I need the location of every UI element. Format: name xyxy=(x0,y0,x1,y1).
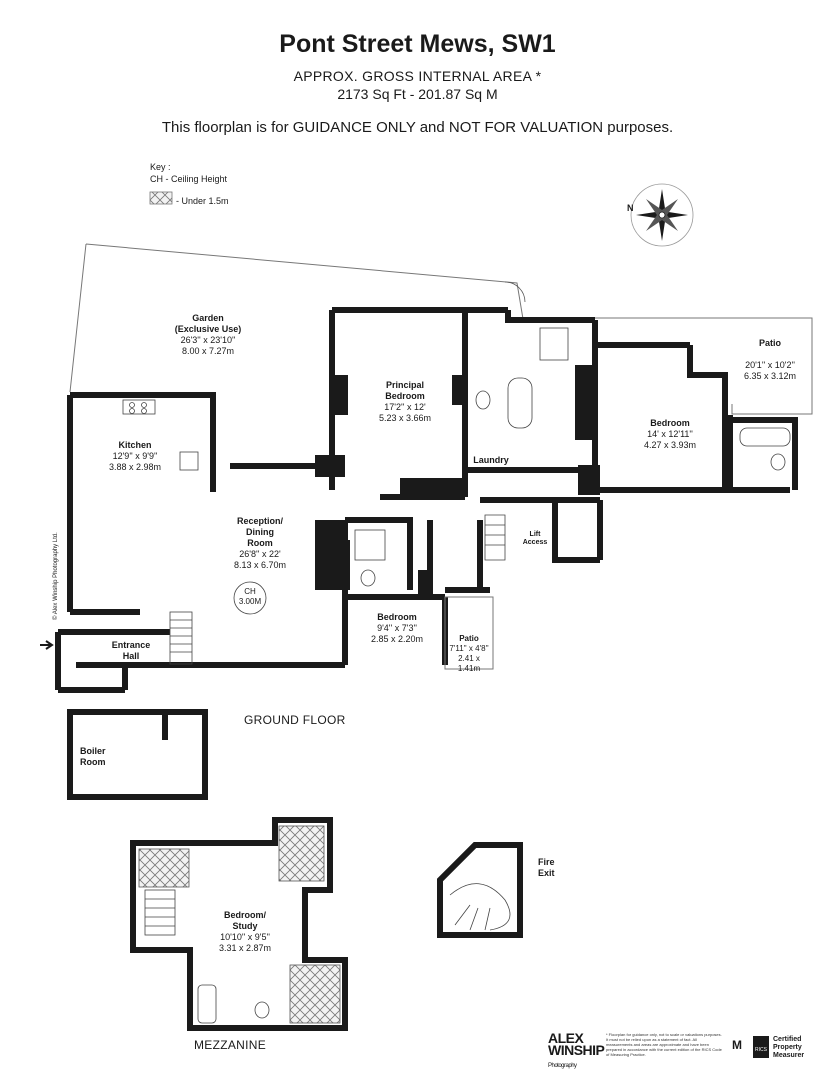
garden-boundary xyxy=(69,243,524,393)
patio-label: Patio 20'1'' x 10'2''6.35 x 3.12m xyxy=(743,338,797,381)
key-hatch-swatch xyxy=(149,191,173,205)
mezzanine-walls xyxy=(130,817,348,1031)
patio-boundary xyxy=(508,317,813,415)
key-under-label: - Under 1.5m xyxy=(176,196,229,206)
patio-small-boundary xyxy=(444,596,494,670)
bedroom-small-label: Bedroom 9'4'' x 7'3''2.85 x 2.20m xyxy=(370,612,424,644)
ground-floor-caption: GROUND FLOOR xyxy=(244,713,346,727)
study-label: Bedroom/Study 10'10'' x 9'5''3.31 x 2.87… xyxy=(218,910,272,953)
compass-icon xyxy=(630,183,694,247)
mezzanine-caption: MEZZANINE xyxy=(194,1038,267,1052)
patio-small-label: Patio 7'11'' x 4'8''2.41 x 1.41m xyxy=(449,634,489,673)
entrance-arrow-icon xyxy=(40,640,54,650)
measurer-mark: M xyxy=(732,1038,742,1052)
disclaimer-text: * Floorplan for guidance only, not to sc… xyxy=(606,1032,722,1057)
key-title: Key : xyxy=(150,162,171,172)
fixtures xyxy=(122,327,791,615)
bedroom-label: Bedroom 14' x 12'11''4.27 x 3.93m xyxy=(643,418,697,450)
rics-logo: RICS xyxy=(753,1036,769,1058)
compass-north: N xyxy=(627,203,634,213)
guidance-note: This floorplan is for GUIDANCE ONLY and … xyxy=(161,119,674,136)
boiler-room-walls xyxy=(67,709,208,800)
stairs-mezzanine xyxy=(144,889,270,1024)
fire-exit-stairs xyxy=(449,883,511,931)
fire-exit-walls xyxy=(437,842,523,938)
structural-columns xyxy=(315,365,600,600)
page-title: Pont Street Mews, SW1 xyxy=(279,30,556,58)
copyright-text: © Alex Winship Photography Ltd. xyxy=(53,532,59,620)
stairs-ground xyxy=(169,514,506,665)
kitchen-label: Kitchen 12'9'' x 9'9''3.88 x 2.98m xyxy=(108,440,162,472)
area-value: 2173 Sq Ft - 201.87 Sq M xyxy=(337,86,498,102)
mezzanine-hatched-areas xyxy=(138,825,341,1024)
garden-label: Garden(Exclusive Use) 26'3'' x 23'10''8.… xyxy=(174,313,242,356)
key-ceiling-height: CH - Ceiling Height xyxy=(150,174,228,184)
laundry-label: Laundry xyxy=(473,455,509,465)
area-label: APPROX. GROSS INTERNAL AREA * xyxy=(293,68,542,84)
